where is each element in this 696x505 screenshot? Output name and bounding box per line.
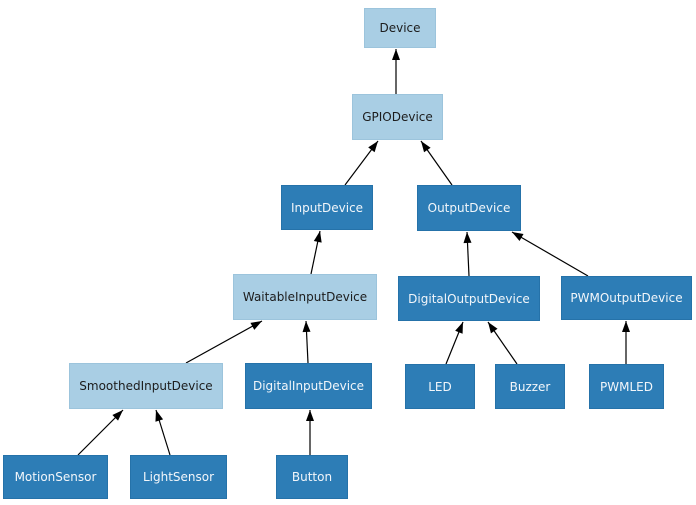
inherits-edge-smoothedinputdevice-to-waitableinputdevice: [185, 320, 263, 364]
inherits-edge-motionsensor-to-smoothedinputdevice: [77, 409, 124, 456]
inherits-edge-lightsensor-to-smoothedinputdevice: [155, 409, 171, 456]
class-node-led: LED: [405, 364, 475, 409]
class-node-waitableinputdevice: WaitableInputDevice: [233, 274, 377, 320]
class-node-gpiodevice: GPIODevice: [352, 94, 443, 140]
class-node-digitalinputdevice: DigitalInputDevice: [245, 363, 372, 409]
inherits-edge-waitableinputdevice-to-inputdevice: [310, 230, 322, 275]
inherits-edge-outputdevice-to-gpiodevice: [420, 140, 453, 186]
inherits-edge-led-to-digitaloutputdevice: [445, 321, 464, 365]
inherits-edge-digitalinputdevice-to-waitableinputdevice: [302, 320, 311, 364]
class-node-pwmled: PWMLED: [589, 364, 664, 409]
inherits-edge-inputdevice-to-gpiodevice: [344, 140, 379, 186]
class-node-device: Device: [364, 8, 436, 48]
class-node-outputdevice: OutputDevice: [417, 185, 521, 231]
class-node-lightsensor: LightSensor: [130, 455, 227, 499]
class-node-inputdevice: InputDevice: [281, 185, 373, 230]
class-node-buzzer: Buzzer: [495, 364, 565, 409]
class-node-digitaloutputdevice: DigitalOutputDevice: [398, 276, 540, 321]
inherits-edge-buzzer-to-digitaloutputdevice: [487, 321, 518, 365]
class-node-motionsensor: MotionSensor: [3, 455, 108, 499]
class-node-button: Button: [276, 455, 348, 499]
class-node-pwmoutputdevice: PWMOutputDevice: [561, 276, 692, 320]
class-node-smoothedinputdevice: SmoothedInputDevice: [69, 363, 223, 409]
inherits-edge-pwmoutputdevice-to-outputdevice: [511, 231, 589, 277]
inherits-edge-digitaloutputdevice-to-outputdevice: [463, 231, 472, 277]
